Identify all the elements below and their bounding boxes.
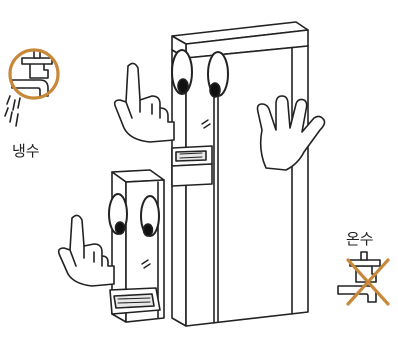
cold-water-label: 냉수 bbox=[12, 142, 40, 160]
open-hand-right bbox=[256, 95, 326, 171]
pointing-hand-top bbox=[113, 62, 175, 143]
cold-water-tap-icon bbox=[4, 48, 60, 127]
pointing-hand-bottom bbox=[57, 214, 115, 287]
cross-mark-icon bbox=[346, 258, 390, 306]
tall-purifier bbox=[171, 21, 309, 327]
small-purifier bbox=[108, 169, 165, 323]
hot-water-label: 온수 bbox=[346, 230, 374, 248]
